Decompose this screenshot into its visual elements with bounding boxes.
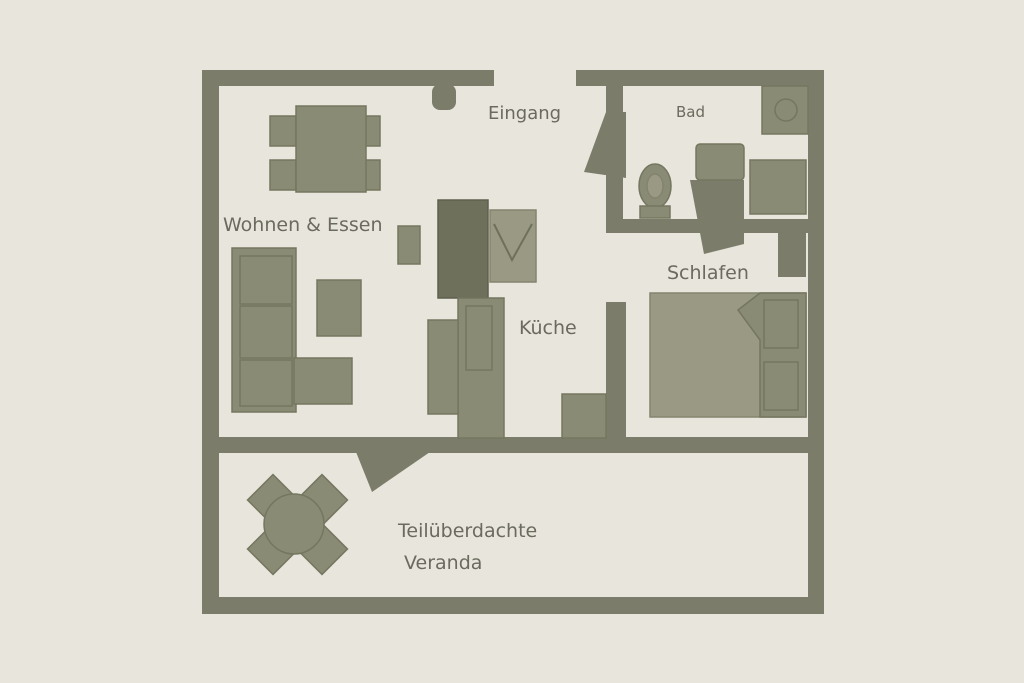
walls <box>202 70 824 614</box>
kitchen-cabinet <box>427 319 459 415</box>
bed-pillow <box>763 299 799 349</box>
kitchen-fridge <box>561 393 607 439</box>
room-label-bedroom: Schlafen <box>667 262 749 284</box>
kitchen-counter-top <box>465 305 493 371</box>
bath-shower <box>749 159 807 215</box>
sofa-cushion <box>239 359 293 407</box>
toilet-tank <box>639 205 671 219</box>
side-table <box>397 225 421 265</box>
sofa-chaise <box>293 357 353 405</box>
room-label-entrance: Eingang <box>488 103 562 124</box>
room-label-kitchen: Küche <box>519 317 577 339</box>
bath-fixtures <box>638 85 809 219</box>
wall-bottom <box>202 597 824 614</box>
room-label-bath: Bad <box>676 103 706 121</box>
wall-top-right <box>576 70 824 86</box>
dining-set <box>269 105 381 193</box>
cooktop <box>489 209 537 283</box>
dining-chair <box>269 159 297 191</box>
sofa-cushion <box>239 305 293 359</box>
wall-kitchen-right <box>606 302 626 448</box>
door-bedroom <box>690 180 744 254</box>
toilet-bowl <box>646 173 664 199</box>
wall-bath-bottom-right <box>740 219 824 233</box>
veranda-table-set <box>246 473 349 576</box>
bed-pillow <box>763 361 799 411</box>
wall-stub-entrance <box>432 84 456 110</box>
bath-tub <box>695 143 745 181</box>
wall-right <box>808 70 824 614</box>
bath-sink-bowl <box>774 98 798 122</box>
room-label-veranda-line2: Veranda <box>404 552 483 574</box>
bed <box>649 292 807 418</box>
coffee-table <box>316 279 362 337</box>
wall-bath-bottom <box>606 219 700 233</box>
veranda-table <box>263 493 325 555</box>
sofa <box>231 247 353 413</box>
dining-chair <box>269 115 297 147</box>
wall-top-left <box>202 70 494 86</box>
wall-left <box>202 70 219 614</box>
cooktop-lines <box>493 223 533 263</box>
dining-table <box>295 105 367 193</box>
wall-veranda <box>202 437 824 453</box>
door-veranda <box>356 452 430 492</box>
sofa-cushion <box>239 255 293 305</box>
kitchen-furniture <box>427 199 607 439</box>
kitchen-island <box>437 199 489 299</box>
wall-stub-bedroom <box>778 233 806 277</box>
room-label-veranda-line1: Teilüberdachte <box>398 520 538 542</box>
wall-bath-left-lower <box>606 172 623 232</box>
room-label-living-dining: Wohnen & Essen <box>223 214 383 236</box>
door-bath <box>584 112 626 178</box>
